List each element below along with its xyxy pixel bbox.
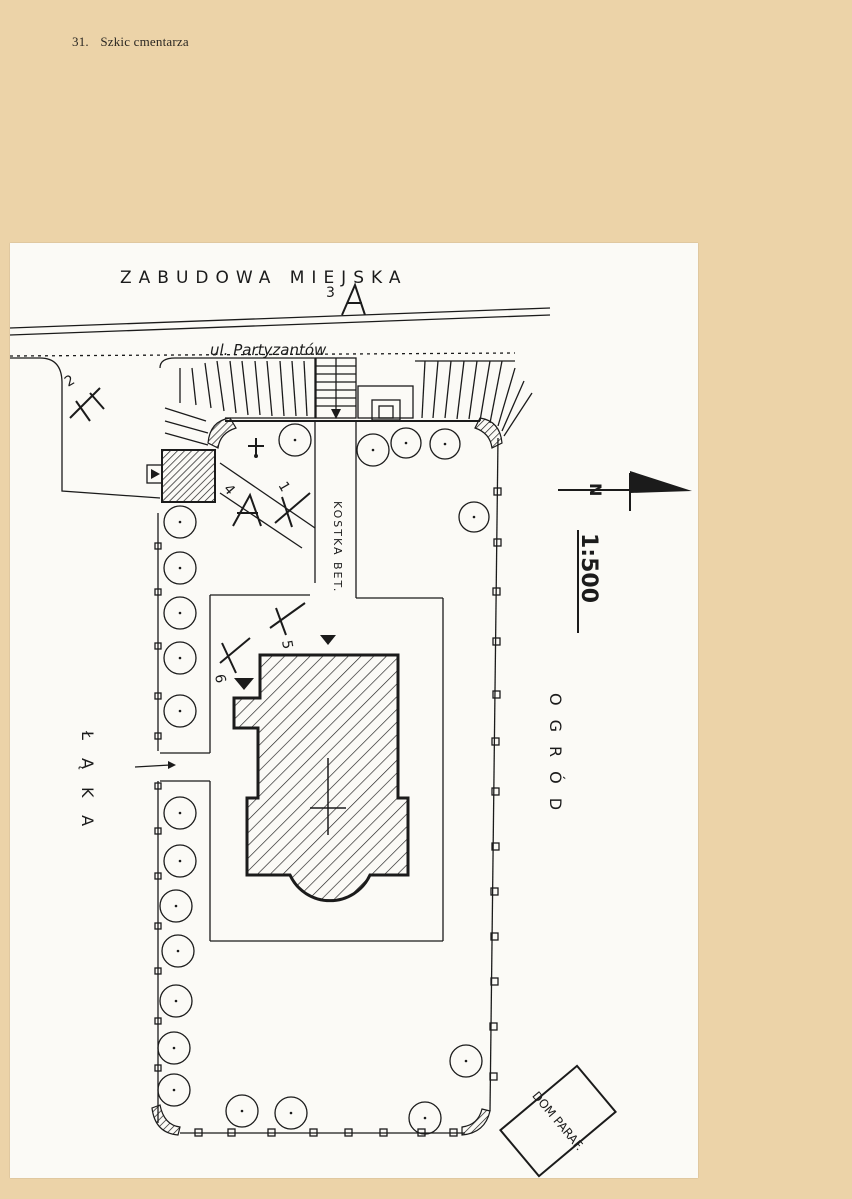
parish-house: DOM PARAF. bbox=[499, 1064, 617, 1178]
map-sheet: ZABUDOWA MIEJSKA ul. Partyzantów bbox=[10, 243, 698, 1178]
east-area-label: OGRÓD bbox=[546, 693, 565, 824]
trees bbox=[157, 423, 490, 1135]
fence-rails-right bbox=[415, 360, 533, 437]
viewpoint-2: 2 bbox=[62, 372, 78, 390]
north-area-label: ZABUDOWA MIEJSKA bbox=[120, 268, 407, 288]
west-gate bbox=[134, 761, 176, 769]
entrance-stairs bbox=[315, 357, 357, 419]
viewpoint-6: 6 bbox=[211, 673, 228, 685]
parish-house-label: DOM PARAF. bbox=[529, 1089, 586, 1153]
scale-label: 1:500 bbox=[576, 533, 601, 603]
page-number: 31. bbox=[72, 34, 89, 49]
viewpoints bbox=[69, 282, 366, 674]
path-label: KOSTKA BET. bbox=[331, 501, 344, 593]
north-letter: N bbox=[586, 483, 605, 496]
street bbox=[10, 307, 551, 357]
fence-west bbox=[154, 513, 162, 1123]
viewpoint-1: 1 bbox=[275, 479, 293, 495]
west-area-label: ŁĄKA bbox=[78, 730, 97, 844]
viewpoint-5: 5 bbox=[278, 639, 295, 651]
corner-pillar-se bbox=[461, 1108, 491, 1136]
chapel-building bbox=[161, 449, 216, 503]
corner-pillar-nw bbox=[207, 417, 237, 449]
viewpoint-3: 3 bbox=[326, 285, 335, 301]
fence-east bbox=[489, 437, 502, 1112]
fence-rails-left bbox=[159, 357, 316, 446]
viewpoint-4: 4 bbox=[220, 481, 238, 498]
west-plot-boundary bbox=[10, 357, 161, 499]
cemetery-map: ZABUDOWA MIEJSKA ul. Partyzantów bbox=[10, 268, 692, 1178]
page-title: Szkic cmentarza bbox=[100, 34, 189, 49]
church bbox=[232, 635, 410, 903]
north-arrow bbox=[558, 471, 692, 511]
concrete-path bbox=[160, 421, 444, 942]
chapel-entrance bbox=[146, 464, 163, 484]
corner-pillar-ne bbox=[474, 417, 503, 449]
page-header: 31. Szkic cmentarza bbox=[72, 34, 189, 50]
corner-pillar-sw bbox=[151, 1104, 181, 1136]
street-label: ul. Partyzantów bbox=[210, 341, 327, 359]
grave-cross bbox=[248, 438, 264, 458]
fence-south bbox=[180, 1128, 465, 1137]
gate-building bbox=[357, 385, 414, 421]
